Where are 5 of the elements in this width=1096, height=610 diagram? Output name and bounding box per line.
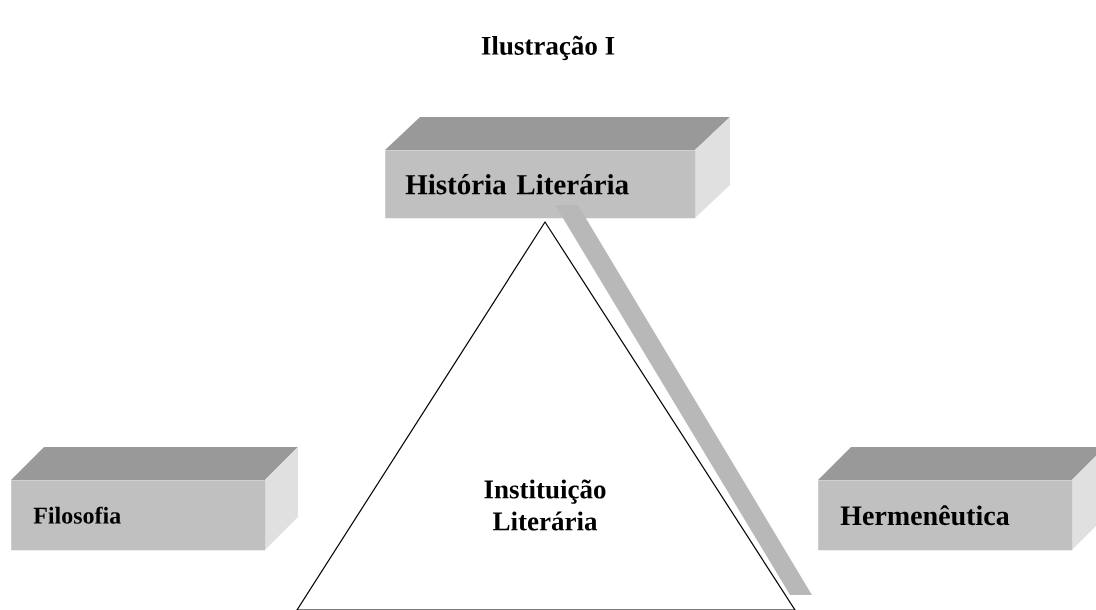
triangle: Instituição Literária xyxy=(295,205,812,610)
block: Filosofia xyxy=(11,447,298,551)
block: Hermenêutica xyxy=(818,447,1096,551)
block: História Literária xyxy=(385,117,730,219)
title: Ilustração I xyxy=(481,35,615,61)
